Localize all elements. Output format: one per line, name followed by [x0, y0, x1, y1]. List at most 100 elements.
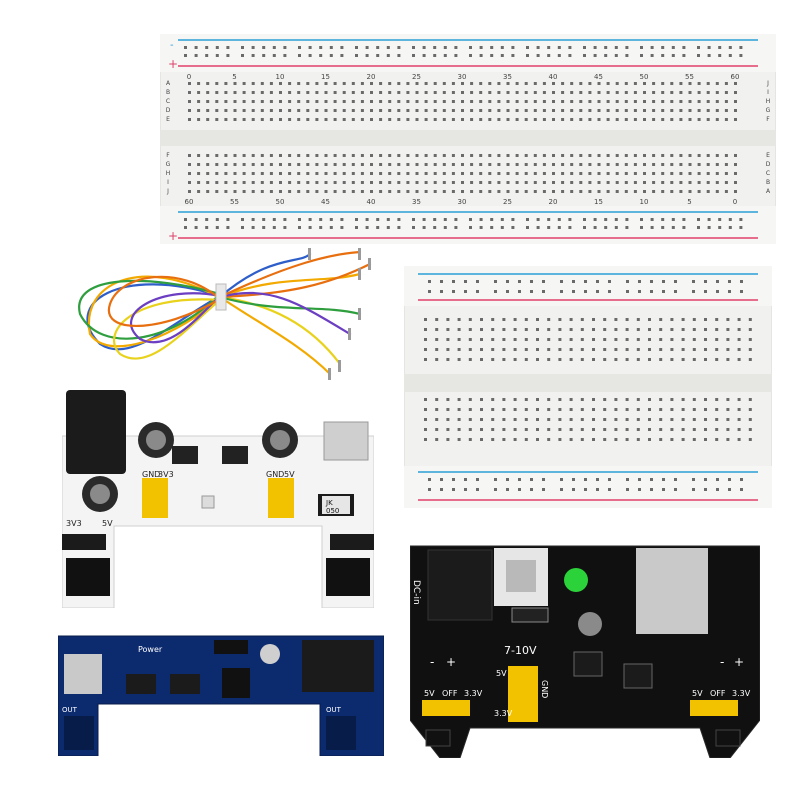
- hole: [464, 488, 467, 491]
- hole: [597, 181, 601, 184]
- hole: [224, 91, 228, 94]
- hole: [670, 181, 674, 184]
- hole: [488, 118, 492, 121]
- hole: [515, 154, 519, 157]
- hole: [737, 428, 741, 431]
- hole: [588, 118, 592, 121]
- hole: [707, 218, 711, 221]
- hole: [692, 428, 696, 431]
- hole: [488, 154, 492, 157]
- hole: [580, 328, 584, 331]
- hole: [446, 348, 450, 351]
- hole: [715, 438, 719, 441]
- hole: [424, 338, 427, 341]
- hole: [333, 181, 337, 184]
- jumper-right[interactable]: [690, 700, 738, 716]
- hole: [206, 163, 210, 166]
- hole: [715, 328, 719, 331]
- hole: [188, 172, 191, 175]
- hole: [406, 181, 410, 184]
- hole: [547, 348, 551, 351]
- hole: [726, 348, 730, 351]
- hole: [726, 438, 730, 441]
- column-number: 0: [733, 198, 737, 206]
- hole: [251, 226, 255, 229]
- hole: [547, 398, 551, 401]
- hole: [626, 488, 629, 491]
- hole: [561, 181, 565, 184]
- jumper-pins[interactable]: [222, 668, 250, 698]
- hole: [679, 163, 683, 166]
- v33-label-left: 3V3: [158, 470, 174, 479]
- hole: [365, 54, 369, 57]
- hole: [688, 100, 692, 103]
- cap-value: 050: [326, 507, 339, 515]
- hole: [397, 190, 401, 193]
- jumper-yellow[interactable]: [142, 478, 168, 518]
- hole: [379, 154, 383, 157]
- switch[interactable]: [214, 640, 248, 654]
- hole: [597, 154, 601, 157]
- hole: [188, 154, 191, 157]
- hole: [734, 154, 737, 157]
- hole: [457, 418, 461, 421]
- hole: [442, 118, 446, 121]
- hole: [197, 100, 201, 103]
- hole: [491, 318, 495, 321]
- hole: [734, 109, 737, 112]
- hole: [670, 358, 674, 361]
- hole: [215, 181, 219, 184]
- hole: [716, 478, 719, 481]
- hole: [650, 226, 654, 229]
- hole: [661, 154, 665, 157]
- hole: [355, 54, 358, 57]
- hole: [739, 226, 743, 229]
- switch-right[interactable]: [330, 534, 374, 550]
- hole: [558, 438, 562, 441]
- hole: [715, 418, 719, 421]
- hole: [640, 218, 643, 221]
- hole: [652, 172, 656, 175]
- hole: [552, 172, 555, 175]
- hole: [388, 181, 392, 184]
- hole: [704, 338, 707, 341]
- hole: [648, 358, 651, 361]
- switch[interactable]: [511, 607, 549, 623]
- small-breadboard-svg: [403, 265, 773, 509]
- hole: [536, 408, 539, 411]
- hole: [625, 418, 629, 421]
- hole: [615, 82, 619, 85]
- hole: [497, 82, 501, 85]
- hole: [184, 46, 187, 49]
- jumper-yellow[interactable]: [508, 666, 538, 722]
- hole: [457, 328, 461, 331]
- hole: [739, 54, 743, 57]
- hole: [636, 438, 640, 441]
- hole: [615, 118, 619, 121]
- hole: [569, 338, 573, 341]
- jumper-left[interactable]: [422, 700, 470, 716]
- hole: [739, 46, 743, 49]
- header-pins-left: [66, 558, 110, 596]
- switch-left[interactable]: [62, 534, 106, 550]
- hole: [603, 398, 607, 401]
- hole: [406, 91, 410, 94]
- hole: [260, 118, 264, 121]
- hole: [494, 290, 497, 293]
- hole: [536, 318, 539, 321]
- hole: [513, 418, 517, 421]
- hole: [579, 190, 583, 193]
- jumper-yellow[interactable]: [268, 478, 294, 518]
- hole: [615, 109, 619, 112]
- hole: [468, 338, 472, 341]
- hole: [506, 488, 509, 491]
- hole: [614, 226, 618, 229]
- hole: [491, 418, 495, 421]
- hole: [572, 488, 575, 491]
- hole: [468, 358, 472, 361]
- hole: [491, 358, 495, 361]
- hole: [603, 438, 607, 441]
- hole: [670, 398, 674, 401]
- hole: [206, 154, 210, 157]
- hole: [608, 290, 611, 293]
